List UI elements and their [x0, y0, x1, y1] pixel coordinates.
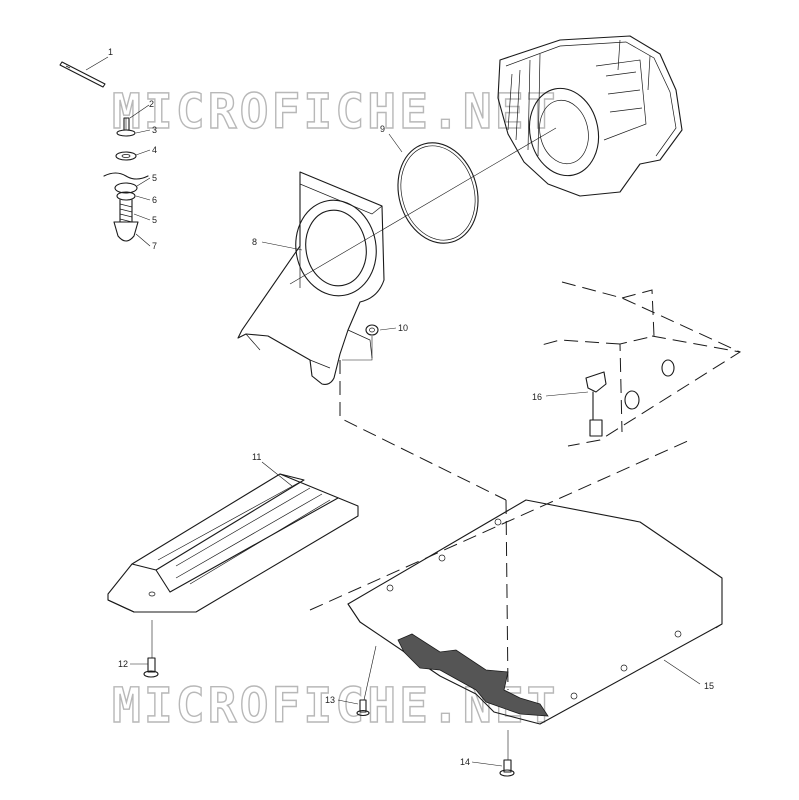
part-15-ride-plate — [347, 499, 723, 725]
callout-1: 1 — [108, 47, 113, 57]
callout-15: 15 — [704, 681, 714, 691]
watermark-top: MICROFICHE.NET — [112, 84, 559, 140]
alignment-line-15 — [309, 439, 691, 611]
callout-6: 6 — [152, 195, 157, 205]
callout-3: 3 — [152, 125, 157, 135]
part-1-strap — [59, 61, 106, 88]
pump-body — [497, 35, 683, 197]
callout-11: 11 — [252, 452, 261, 462]
part-stack-2-7 — [103, 117, 149, 242]
callout-4: 4 — [152, 145, 157, 155]
part-11-grate — [107, 473, 359, 613]
part-12-bolt — [143, 620, 159, 678]
callout-16: 16 — [532, 392, 542, 402]
hull-reference-outline — [339, 281, 742, 691]
callout-2: 2 — [149, 99, 154, 109]
axis-line — [289, 127, 557, 285]
callout-7: 7 — [152, 241, 157, 251]
callout-5b: 5 — [152, 215, 157, 225]
callout-10: 10 — [398, 323, 408, 333]
callout-14: 14 — [460, 757, 470, 767]
callout-8: 8 — [252, 237, 257, 247]
callout-leaders — [85, 56, 701, 767]
part-16-fitting — [585, 359, 675, 437]
callout-13: 13 — [325, 695, 335, 705]
part-9-o-ring — [397, 142, 479, 244]
callout-9: 9 — [380, 124, 385, 134]
part-13-bolt — [356, 645, 377, 717]
callout-5a: 5 — [152, 173, 157, 183]
part-14-bolt — [499, 730, 515, 777]
callout-12: 12 — [118, 659, 128, 669]
part-10-nut — [342, 324, 379, 361]
part-8-intake-housing — [237, 171, 385, 385]
